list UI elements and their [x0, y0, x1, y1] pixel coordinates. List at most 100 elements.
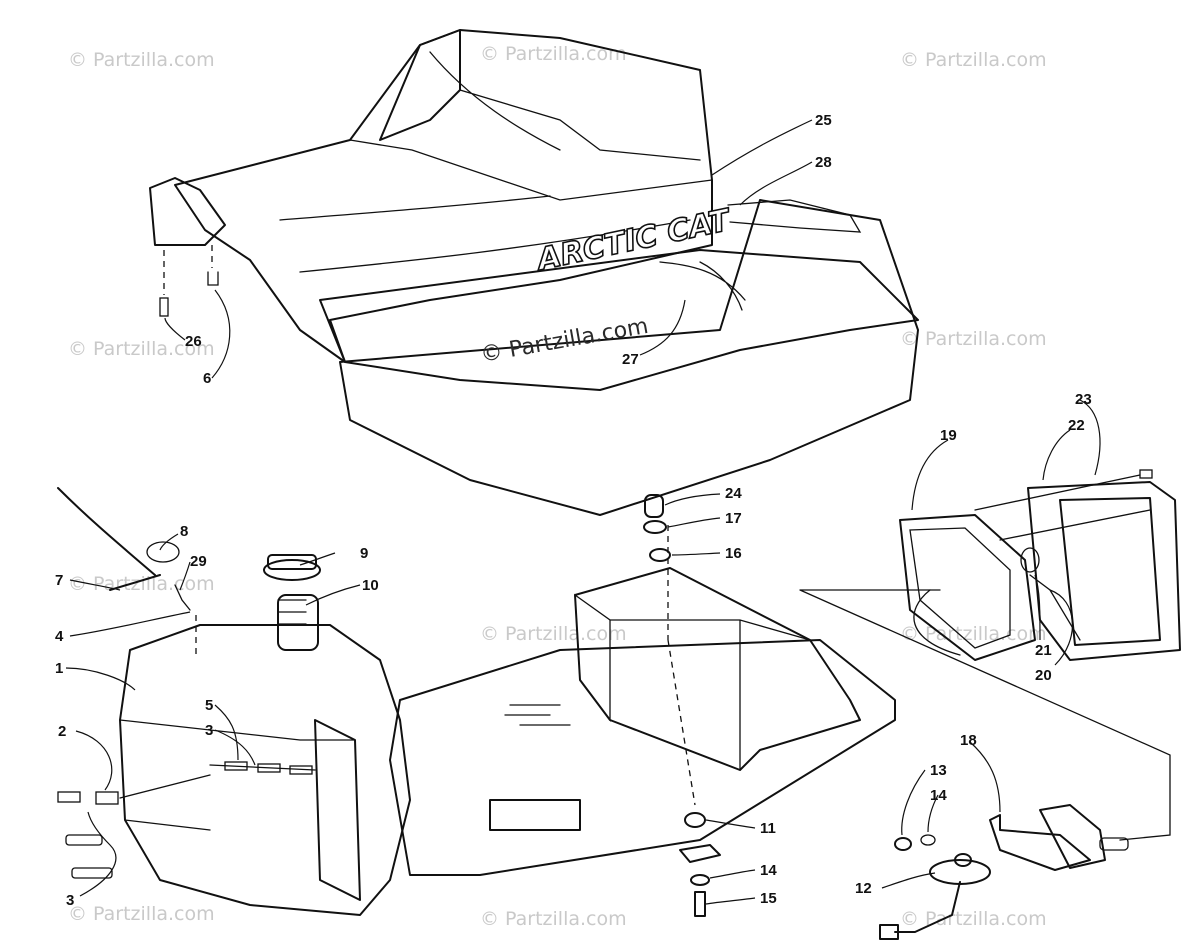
- floor-tray: [389, 639, 896, 876]
- fuel-hose: [57, 487, 156, 576]
- switch-plate-12: [929, 859, 991, 885]
- seat-latch: [149, 177, 226, 246]
- watermark: © Partzilla.com: [68, 573, 215, 595]
- callout-18: 18: [960, 732, 977, 749]
- fuel-cap-rim: [267, 554, 317, 570]
- seat-base-foam: [339, 199, 919, 516]
- bracket-18: [989, 814, 1091, 871]
- callout-14: 14: [760, 862, 777, 879]
- callout-2: 2: [58, 723, 66, 740]
- callout-1: 1: [55, 660, 63, 677]
- watermark: © Partzilla.com: [480, 43, 627, 65]
- washer-14b: [920, 834, 936, 846]
- callout-25: 25: [815, 112, 832, 129]
- plate-14: [679, 844, 721, 863]
- seat-fasteners: [159, 245, 219, 317]
- leader-lines: [65, 119, 1101, 905]
- fuel-cap: [263, 559, 321, 581]
- console-hardware: [643, 494, 721, 917]
- seat-cover-stitch: [279, 195, 691, 273]
- seat-base-top: [319, 249, 919, 391]
- nut-13: [894, 837, 912, 851]
- callout-5: 5: [205, 697, 213, 714]
- callout-21: 21: [1035, 642, 1052, 659]
- callout-13: 13: [930, 762, 947, 779]
- watermark-layer: © Partzilla.com © Partzilla.com © Partzi…: [68, 43, 1047, 930]
- nut-2: [95, 791, 119, 805]
- screw-15: [694, 891, 706, 917]
- taillight-wire: [913, 589, 961, 656]
- seat-cover-side-stipple: [379, 29, 461, 141]
- callout-19: 19: [940, 427, 957, 444]
- clip-29: [174, 584, 191, 611]
- callout-12: 12: [855, 880, 872, 897]
- seat-assembly: ARCTIC CAT: [149, 29, 919, 516]
- console-tray: [389, 525, 896, 876]
- callout-7: 7: [55, 572, 63, 589]
- seat-strap: [727, 199, 862, 233]
- wire-harness: [799, 589, 1171, 841]
- callout-22: 22: [1068, 417, 1085, 434]
- fuel-fitting-7: [109, 574, 161, 591]
- watermark: © Partzilla.com: [900, 623, 1047, 645]
- nut-17: [643, 520, 667, 534]
- callout-11: 11: [760, 820, 776, 837]
- seat-trim-27: [659, 261, 746, 311]
- callout-8: 8: [180, 523, 188, 540]
- callout-23: 23: [1075, 391, 1092, 408]
- seat-cover-ridge: [349, 139, 713, 201]
- fuel-pickup-line: [209, 764, 316, 771]
- callout-17: 17: [725, 510, 742, 527]
- taillight-housing-22: [1027, 481, 1181, 661]
- watermark: © Partzilla.com: [68, 49, 215, 71]
- hose-3b: [71, 867, 113, 879]
- washer-16: [649, 548, 671, 562]
- watermark: © Partzilla.com: [900, 49, 1047, 71]
- fuel-tank-body: [119, 624, 411, 916]
- callout-20: 20: [1035, 667, 1052, 684]
- tray-step: [489, 799, 581, 831]
- callout-28: 28: [815, 154, 832, 171]
- filler-neck: [277, 594, 319, 651]
- nut-11: [684, 812, 706, 828]
- brand-logo-text: ARCTIC CAT: [532, 202, 735, 278]
- callout-3: 3: [205, 722, 213, 739]
- fuel-lines: [57, 487, 211, 879]
- callout-10: 10: [362, 577, 379, 594]
- callout-24: 24: [725, 485, 742, 502]
- screw-23: [1139, 469, 1153, 479]
- callout-27: 27: [622, 351, 639, 368]
- fitting-2: [57, 791, 81, 803]
- bulb-21: [1020, 547, 1040, 573]
- watermark: © Partzilla.com: [900, 908, 1047, 930]
- bumper-24: [644, 494, 664, 518]
- hose-3a: [65, 834, 103, 846]
- seat-cover: [174, 29, 713, 363]
- watermark: © Partzilla.com: [480, 908, 627, 930]
- callout-14: 14: [930, 787, 947, 804]
- harness-assembly: [799, 589, 1171, 940]
- callout-labels: 1 2 3 3 4 5 6 7 8 9 10 11 12 13 14 14 15…: [55, 112, 1092, 909]
- fuel-tank-seam: [119, 719, 356, 831]
- callout-16: 16: [725, 545, 742, 562]
- callout-26: 26: [185, 333, 202, 350]
- taillight-base-19: [899, 514, 1036, 661]
- clip-6: [207, 271, 219, 286]
- callout-3: 3: [66, 892, 74, 909]
- fuel-tank: [119, 554, 411, 916]
- callout-29: 29: [190, 553, 207, 570]
- callout-6: 6: [203, 370, 211, 387]
- watermark: © Partzilla.com: [68, 903, 215, 925]
- screw-26: [159, 297, 169, 317]
- watermark: © Partzilla.com: [900, 328, 1047, 350]
- watermark: © Partzilla.com: [68, 338, 215, 360]
- fuel-tank-hatch: [314, 719, 361, 901]
- washer-14: [690, 874, 710, 886]
- callout-15: 15: [760, 890, 777, 907]
- callout-9: 9: [360, 545, 368, 562]
- callout-4: 4: [55, 628, 64, 645]
- watermark: © Partzilla.com: [480, 623, 627, 645]
- switch-wire: [894, 881, 961, 933]
- clamp-8: [146, 541, 180, 563]
